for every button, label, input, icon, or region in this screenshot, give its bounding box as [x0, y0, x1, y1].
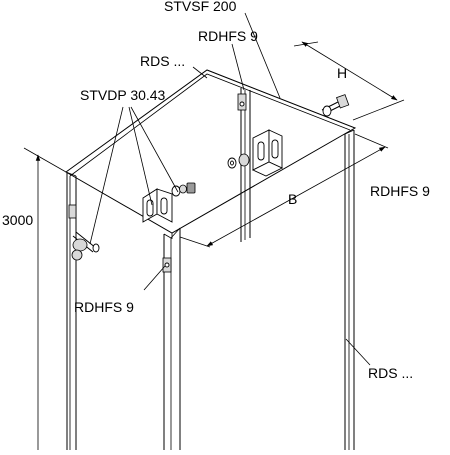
dimension-h [293, 41, 405, 121]
label-dim-b: B [288, 191, 297, 207]
screw-left [68, 204, 100, 261]
dimension-b [179, 133, 389, 248]
label-top-plate: STVSF 200 [164, 0, 237, 14]
rail-middle [163, 227, 181, 450]
label-bracket: STVDP 30.43 [80, 87, 166, 103]
bolt-right-inner [227, 153, 250, 169]
middle-rail-plate [162, 257, 172, 273]
rail-right [344, 129, 355, 450]
bracket-right [251, 129, 284, 177]
label-dim-height: 3000 [2, 212, 33, 228]
label-screw-right: RDHFS 9 [370, 183, 430, 199]
bolt-top-right [321, 94, 350, 117]
bracket-left [142, 188, 173, 223]
leader-lines [89, 12, 371, 366]
label-rail-top: RDS ... [140, 53, 185, 69]
label-dim-h: H [337, 65, 347, 81]
label-screw-left: RDHFS 9 [74, 299, 134, 315]
top-cover-plate [65, 69, 357, 239]
rail-left [65, 171, 77, 450]
left-rail-plate [68, 204, 77, 219]
label-screw-top: RDHFS 9 [198, 28, 258, 44]
bolt-left-bracket [171, 182, 196, 197]
dimension-height [23, 147, 67, 450]
label-rail-bottom: RDS ... [368, 365, 413, 381]
